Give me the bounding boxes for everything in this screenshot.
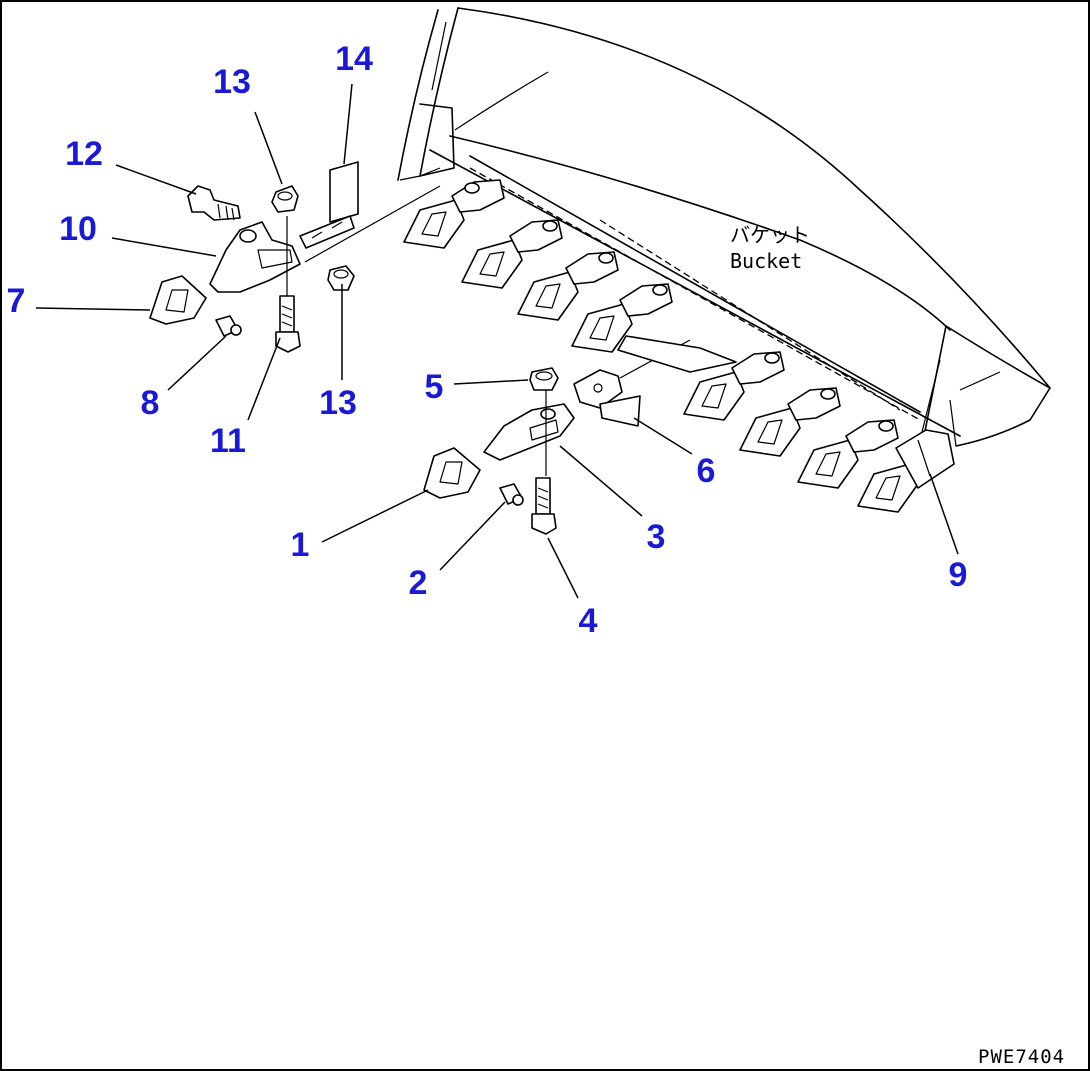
tooth-mounted-4 xyxy=(571,283,673,353)
drawing-code: PWE7404 xyxy=(978,1046,1065,1068)
tooth-part-7 xyxy=(149,275,207,325)
callout-4: 4 xyxy=(579,602,598,640)
plate-part-6 xyxy=(573,369,623,409)
callout-14: 14 xyxy=(335,40,373,78)
bucket-label-ja: バケット xyxy=(730,223,810,247)
leader-line-5 xyxy=(453,379,529,385)
tooth-mounted-3 xyxy=(517,251,619,321)
tooth-mounted-1 xyxy=(403,179,505,249)
plate-part-14 xyxy=(329,161,359,223)
callout-2: 2 xyxy=(409,564,428,602)
leader-line-11 xyxy=(247,337,281,421)
callout-3: 3 xyxy=(647,518,666,556)
tooth-mounted-7 xyxy=(797,419,899,489)
callout-9: 9 xyxy=(949,556,968,594)
leader-line-1 xyxy=(321,489,429,543)
mount-plate xyxy=(617,335,737,373)
leader-line-6 xyxy=(633,417,693,455)
leader-line-13-top xyxy=(254,111,283,185)
leader-line-12 xyxy=(115,164,197,195)
tooth-mounted-5 xyxy=(683,351,785,421)
nut-part-13-top xyxy=(271,185,299,213)
adapter-part-3 xyxy=(483,403,575,461)
leader-line-2 xyxy=(439,501,506,571)
leader-line-10 xyxy=(111,237,217,257)
leader-line-4 xyxy=(547,537,579,599)
callout-10: 10 xyxy=(59,210,97,248)
exploded-center xyxy=(423,367,641,535)
leader-line-14 xyxy=(343,83,353,165)
callout-5: 5 xyxy=(425,368,444,406)
corner-tooth xyxy=(857,429,955,513)
callout-6: 6 xyxy=(697,452,716,490)
callout-7: 7 xyxy=(7,282,26,320)
adapter-part-10 xyxy=(209,221,301,293)
leader-line-8 xyxy=(167,335,227,391)
bolt-part-12 xyxy=(187,185,241,221)
tooth-mounted-2 xyxy=(461,219,563,289)
tooth-part-1 xyxy=(423,447,481,499)
leader-lines xyxy=(35,83,959,599)
teeth-row xyxy=(403,179,955,513)
leader-line-3 xyxy=(559,445,643,517)
exploded-left xyxy=(149,161,359,353)
bucket-label-en: Bucket xyxy=(730,249,802,273)
leader-line-7 xyxy=(35,307,151,311)
callout-8: 8 xyxy=(141,384,160,422)
leader-line-9 xyxy=(929,473,959,555)
tooth-mounted-6 xyxy=(739,387,841,457)
callout-13-bottom: 13 xyxy=(319,384,357,422)
callout-12: 12 xyxy=(65,135,103,173)
callout-13-top: 13 xyxy=(213,63,251,101)
nut-part-5 xyxy=(529,367,559,391)
bucket-body xyxy=(304,7,1051,447)
callout-11: 11 xyxy=(210,422,246,460)
callout-1: 1 xyxy=(291,526,310,564)
